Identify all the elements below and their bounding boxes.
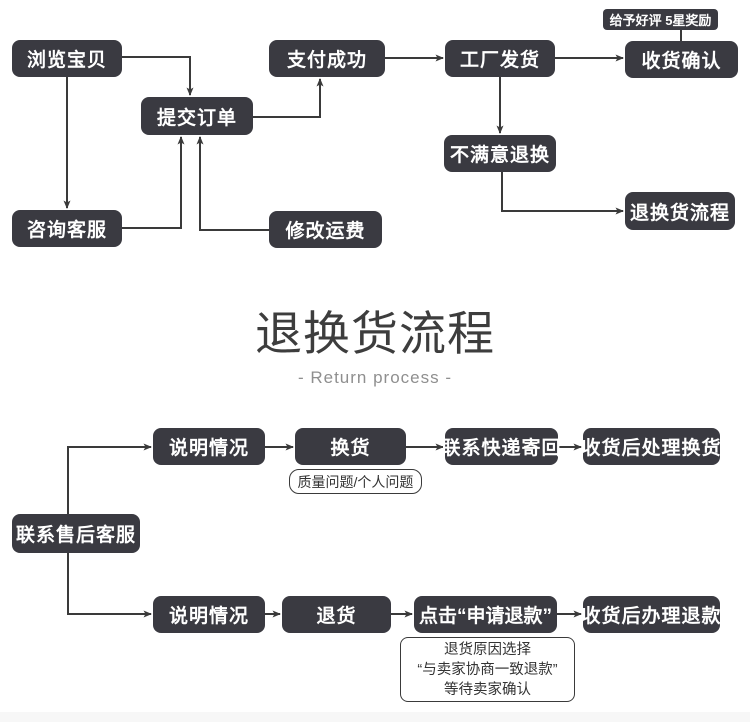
node-reward-label: 给予好评 5星奖励: [603, 9, 718, 30]
node-confirm-receipt: 收货确认: [625, 41, 738, 78]
note-refund-reason: 退货原因选择 “与卖家协商一致退款” 等待卖家确认: [400, 637, 575, 702]
node-handle-refund-after-receipt: 收货后办理退款: [582, 596, 721, 633]
node-explain-situation-2: 说明情况: [153, 596, 265, 633]
arrow-browse-to-submit: [122, 56, 194, 96]
node-return-process-entry: 退换货流程: [625, 192, 735, 230]
node-click-apply-refund: 点击“申请退款”: [414, 596, 557, 633]
note-line-3: 等待卖家确认: [444, 681, 531, 698]
node-handle-exchange-after-receipt: 收货后处理换货: [582, 428, 721, 465]
arrow-unsatisfied-to-return-entry: [501, 172, 624, 215]
arrow-submit-to-pay: [253, 78, 324, 118]
node-browse: 浏览宝贝: [12, 40, 122, 77]
note-line-2: “与卖家协商一致退款”: [417, 661, 558, 678]
arrow-shipping-to-submit: [196, 136, 269, 231]
arrow-consult-to-submit: [122, 136, 185, 229]
node-consult-service: 咨询客服: [12, 210, 122, 247]
tag-quality-or-personal-issue: 质量问题/个人问题: [289, 469, 422, 494]
node-factory-ship: 工厂发货: [445, 40, 555, 77]
note-line-1: 退货原因选择: [444, 641, 531, 658]
node-explain-situation-1: 说明情况: [153, 428, 265, 465]
arrow-contact-to-explain1: [67, 443, 152, 514]
node-courier-sendback: 联系快递寄回: [442, 428, 561, 465]
node-submit-order: 提交订单: [141, 97, 253, 135]
section-title-block: 退换货流程 - Return process -: [0, 308, 750, 388]
footer-strip: [0, 712, 750, 722]
node-modify-shipping-fee: 修改运费: [269, 211, 382, 248]
section-title: 退换货流程: [255, 307, 495, 360]
node-unsatisfied-return: 不满意退换: [444, 135, 556, 172]
node-exchange-goods: 换货: [295, 428, 406, 465]
node-return-goods: 退货: [282, 596, 391, 633]
node-contact-aftersales: 联系售后客服: [12, 514, 140, 553]
section-subtitle: - Return process -: [297, 368, 453, 387]
arrow-contact-to-explain2: [67, 553, 152, 618]
node-payment-success: 支付成功: [269, 40, 385, 77]
